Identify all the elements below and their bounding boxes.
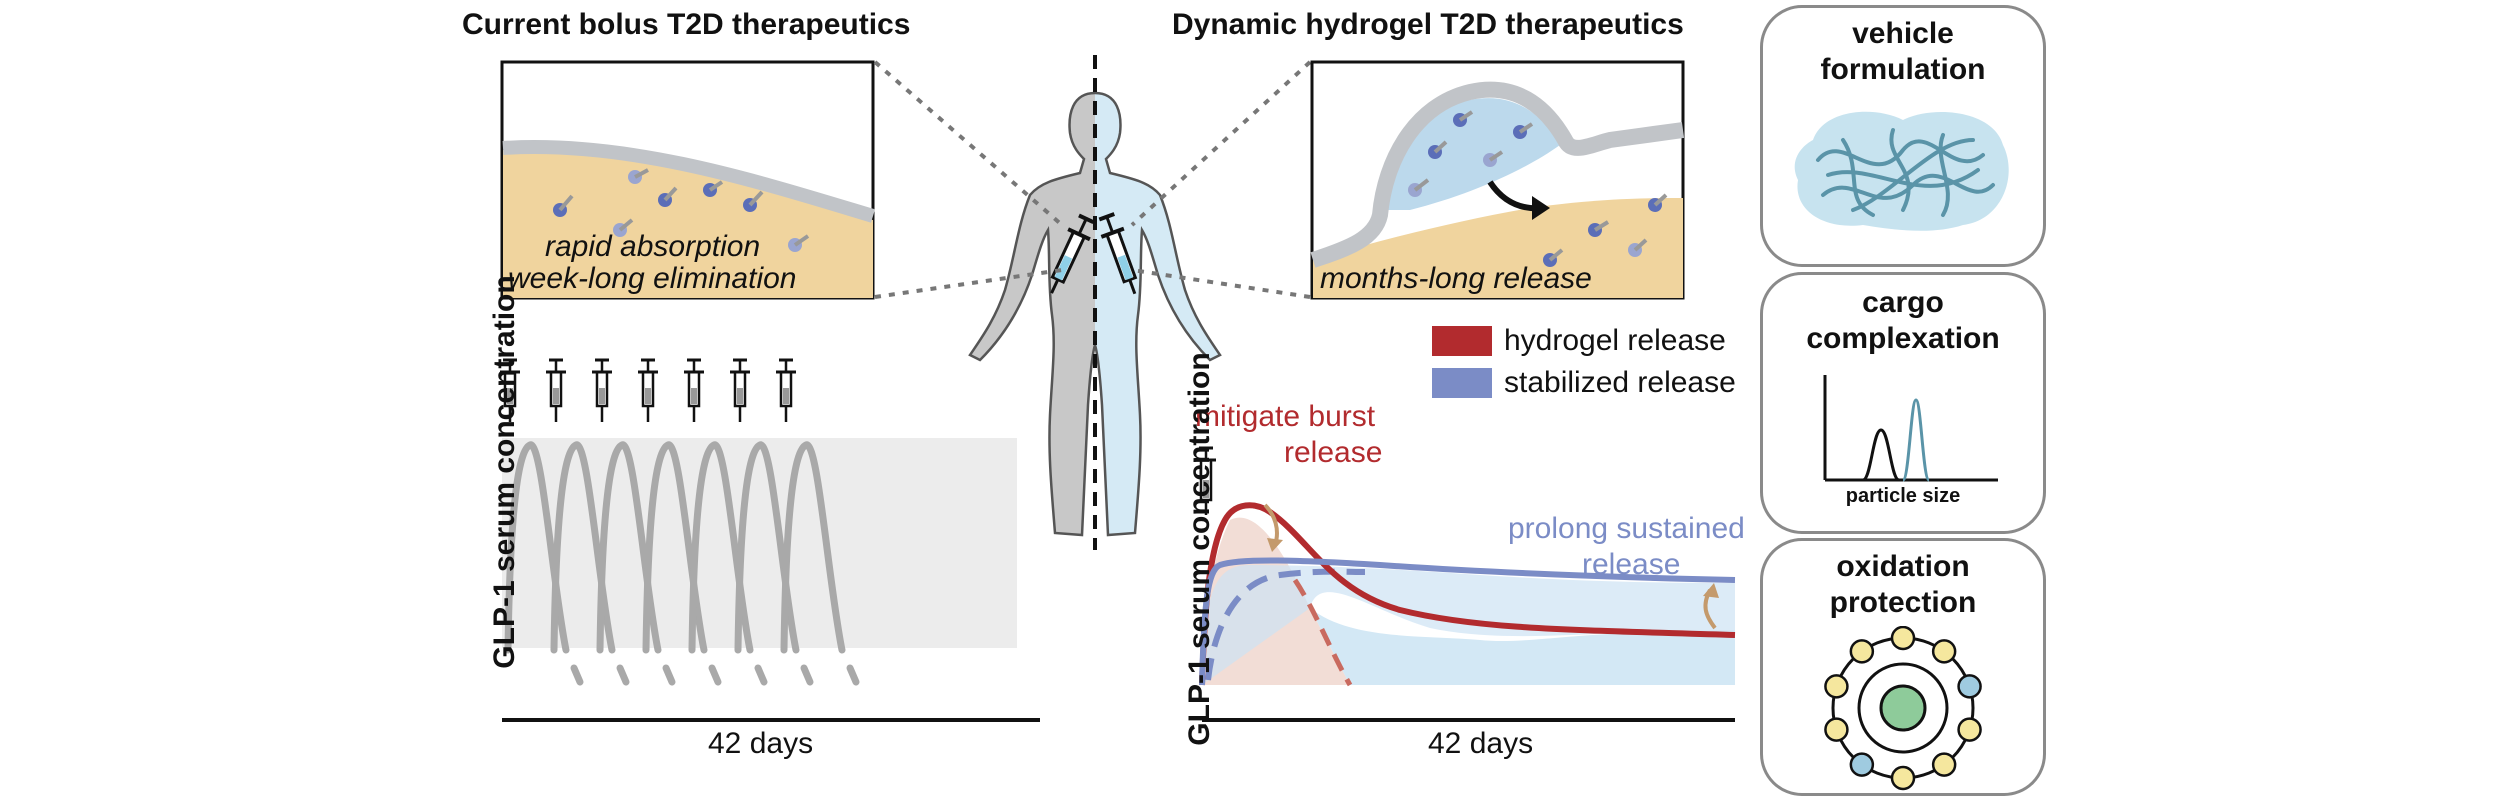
legend-swatch-stabilized [1432,368,1492,398]
legend-item-hydrogel: hydrogel release [1432,324,1736,358]
syringe-icon [638,358,658,422]
oxidation-title-line-2: protection [1829,586,1977,619]
release-chart [1196,446,1736,722]
vehicle-formulation-card: vehicle formulation [1760,5,2046,267]
center-panel-title: Dynamic hydrogel T2D therapeutics [1172,8,1684,41]
legend-item-stabilized: stabilized release [1432,366,1736,400]
bolus-tail [846,664,860,686]
peptide-molecules [1408,110,1668,267]
bolus-concentration-curve [504,441,860,686]
syringe-icon [1196,446,1216,515]
particle-size-axis-label: particle size [1845,485,1961,507]
bolus-tail [708,664,722,686]
burst-annotation-line-1: mitigate burst [1195,400,1376,433]
syringe-icon [592,358,612,422]
cargo-title-line-1: cargo [1862,286,1944,319]
right-y-axis-label: GLP-1 serum concentration [1183,352,1216,746]
antioxidant-bead [1957,674,1982,699]
vehicle-title-line-1: vehicle [1852,17,1954,50]
antioxidant-bead [1824,717,1849,742]
antioxidant-bead [1931,639,1957,664]
left-x-axis-label: 42 days [708,727,814,760]
legend-label-hydrogel: hydrogel release [1504,324,1726,357]
bolus-peak [780,441,846,654]
hydrogel-inset [1310,60,1685,300]
bolus-tail [570,664,584,686]
left-panel-title: Current bolus T2D therapeutics [462,8,911,41]
syringe-icon [684,358,704,422]
oxidation-protection-card: oxidation protection [1760,538,2046,796]
syringe-icon [776,358,796,422]
antioxidant-bead [1931,752,1957,777]
bolus-tail [754,664,768,686]
legend-label-stabilized: stabilized release [1504,366,1736,399]
antioxidant-bead [1890,626,1916,651]
cargo-title-line-2: complexation [1806,322,2000,355]
burst-annotation-line-2: release [1284,436,1383,469]
oxidation-title-line-1: oxidation [1836,550,1970,583]
syringe-icon [1098,212,1138,295]
antioxidant-bead [1957,717,1982,742]
polymer-network-icon [1794,111,2009,231]
right-x-axis-label: 42 days [1428,727,1534,760]
syringe-icon [546,358,566,422]
prolong-annotation-line-2: release [1582,548,1681,581]
antioxidant-bead [1849,752,1875,777]
antioxidant-bead [1849,639,1875,664]
legend-swatch-hydrogel [1432,326,1492,356]
bolus-tail [616,664,630,686]
bolus-tail [662,664,676,686]
peptide-molecules [553,168,810,252]
bolus-tail [800,664,814,686]
antioxidant-bead [1824,674,1849,699]
bolus-inset [500,60,875,300]
cargo-complexation-card: cargo complexation particle size [1760,272,2046,534]
antioxidant-bead [1890,765,1916,791]
bolus-chart [500,358,1040,722]
week-long-elimination-text: week-long elimination [508,262,797,295]
particle-size-distribution-icon [1823,375,1998,482]
rapid-absorption-text: rapid absorption [545,230,761,263]
syringe-icon [500,358,520,422]
prolong-annotation-line-1: prolong sustained [1508,512,1745,545]
antioxidant-shell-icon [1824,626,1982,791]
injection-markers [500,358,796,422]
vehicle-title-line-2: formulation [1820,53,1986,86]
months-long-release-text: months-long release [1320,262,1592,295]
syringe-icon [730,358,750,422]
chart-legend: hydrogel release stabilized release [1432,324,1736,400]
